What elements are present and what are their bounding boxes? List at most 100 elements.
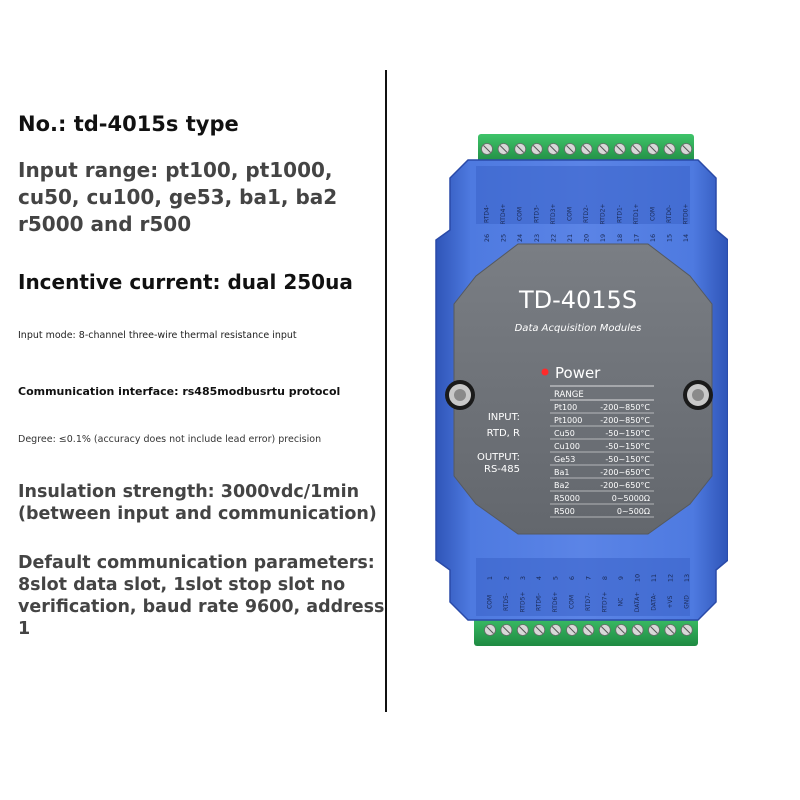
- pin-number: 7: [584, 576, 592, 580]
- precision-degree: Degree: ≤0.1% (accuracy does not include…: [18, 434, 322, 445]
- screw-slot: [551, 626, 560, 634]
- default-parameters: Default communication parameters: 8slot …: [18, 552, 384, 640]
- pin-number: 15: [666, 234, 674, 242]
- defaults-line: 1: [18, 619, 31, 639]
- pin-number: 4: [535, 576, 543, 580]
- screw-slot: [582, 145, 591, 153]
- pin-number: 23: [533, 234, 541, 242]
- power-label: Power: [555, 364, 601, 382]
- screw-slot: [584, 626, 593, 634]
- range-type: Cu100: [554, 442, 580, 451]
- input-mode: Input mode: 8-channel three-wire thermal…: [18, 330, 297, 341]
- input-range: Input range: pt100, pt1000, cu50, cu100,…: [18, 157, 337, 238]
- range-type: R500: [554, 507, 575, 516]
- pin-label: RTD4-: [484, 205, 491, 223]
- top-pin-labels: 26RTD4-25RTD4+24COM23RTD3-22RTD3+21COM20…: [483, 204, 690, 243]
- defaults-line: verification, baud rate 9600, address: [18, 597, 385, 617]
- screw-slot: [532, 145, 541, 153]
- screw-slot: [633, 626, 642, 634]
- range-value: -50~150°C: [605, 455, 650, 464]
- pin-number: 17: [632, 234, 640, 242]
- insulation-line: (between input and communication): [18, 504, 377, 524]
- range-value: -200~650°C: [600, 468, 650, 477]
- pin-label: RTD2-: [583, 205, 590, 223]
- pin-number: 20: [583, 234, 591, 242]
- pin-label: RTD7-: [585, 593, 592, 611]
- screw-slot: [682, 145, 691, 153]
- pin-number: 18: [616, 234, 624, 242]
- insulation-strength: Insulation strength: 3000vdc/1min (betwe…: [18, 481, 377, 525]
- range-value: 0~500Ω: [617, 507, 650, 516]
- pin-number: 2: [502, 576, 510, 580]
- pin-number: 6: [568, 576, 576, 580]
- range-value: -200~650°C: [600, 481, 650, 490]
- pin-label: RTD0+: [683, 204, 690, 225]
- range-type: Pt100: [554, 403, 577, 412]
- face-panel: [453, 243, 713, 535]
- input-range-line: cu50, cu100, ge53, ba1, ba2: [18, 185, 338, 209]
- pin-number: 22: [549, 234, 557, 242]
- range-type: R5000: [554, 494, 580, 503]
- io-label: INPUT:: [488, 412, 520, 423]
- screw-slot: [486, 626, 494, 634]
- pin-label: RTD5+: [519, 592, 526, 613]
- pin-label: RTD6+: [552, 592, 559, 613]
- defaults-line: 8slot data slot, 1slot stop slot no: [18, 575, 346, 595]
- screw-slot: [665, 145, 674, 153]
- screw-slot: [600, 626, 609, 634]
- communication-interface: Communication interface: rs485modbusrtu …: [18, 385, 341, 398]
- pin-number: 14: [682, 234, 690, 242]
- pin-label: RTD1+: [633, 204, 640, 225]
- range-type: Ge53: [554, 455, 575, 464]
- pin-number: 5: [552, 576, 560, 580]
- io-label: RS-485: [484, 464, 520, 475]
- screw-slot: [617, 626, 626, 634]
- pin-number: 8: [601, 576, 609, 580]
- pin-label: RTD3+: [550, 204, 557, 225]
- bottom-pin-labels: 1COM2RTD5-3RTD5+4RTD6-5RTD6+6COM7RTD7-8R…: [486, 574, 691, 613]
- screw-slot: [649, 145, 657, 153]
- mounting-screw-left: [445, 380, 475, 410]
- pin-label: COM: [517, 207, 524, 221]
- pin-label: RTD3-: [533, 205, 540, 223]
- pin-label: DATA-: [651, 593, 658, 611]
- pin-number: 11: [650, 574, 658, 582]
- pin-number: 10: [634, 574, 642, 582]
- range-type: Ba1: [554, 468, 569, 477]
- pin-number: 24: [516, 234, 524, 242]
- pin-number: 16: [649, 234, 657, 242]
- screw-slot: [666, 626, 675, 634]
- screw-slot: [632, 145, 641, 153]
- device-photo: TD-4015S Data Acquisition Modules Power …: [428, 120, 728, 660]
- pin-label: RTD7+: [601, 592, 608, 613]
- screw-slot: [566, 145, 574, 153]
- input-range-line: Input range: pt100, pt1000,: [18, 158, 333, 182]
- io-label: RTD, R: [487, 428, 520, 439]
- pin-number: 25: [500, 234, 508, 242]
- io-label: OUTPUT:: [477, 452, 520, 463]
- pin-number: 3: [519, 576, 527, 580]
- screw-slot: [483, 145, 491, 153]
- range-type: Cu50: [554, 429, 575, 438]
- screw-slot: [502, 626, 511, 634]
- pin-label: RTD4+: [500, 204, 507, 225]
- pin-label: NC: [618, 598, 625, 607]
- pin-number: 19: [599, 234, 607, 242]
- vertical-divider: [385, 70, 387, 712]
- pin-label: COM: [650, 207, 657, 221]
- pin-label: RTD0-: [666, 205, 673, 223]
- range-type: Ba2: [554, 481, 569, 490]
- bottom-terminal-block: [474, 614, 698, 646]
- pin-label: GND: [683, 595, 690, 609]
- range-type: Pt1000: [554, 416, 582, 425]
- top-terminal-block: [478, 134, 694, 164]
- pin-label: DATA+: [634, 592, 641, 612]
- power-led: [541, 368, 549, 376]
- screw-slot: [650, 626, 658, 634]
- pin-number: 26: [483, 234, 491, 242]
- screw-slot: [518, 626, 527, 634]
- pin-label: RTD2+: [600, 204, 607, 225]
- pin-number: 9: [617, 576, 625, 580]
- defaults-line: Default communication parameters:: [18, 553, 375, 573]
- screw-slot: [516, 145, 525, 153]
